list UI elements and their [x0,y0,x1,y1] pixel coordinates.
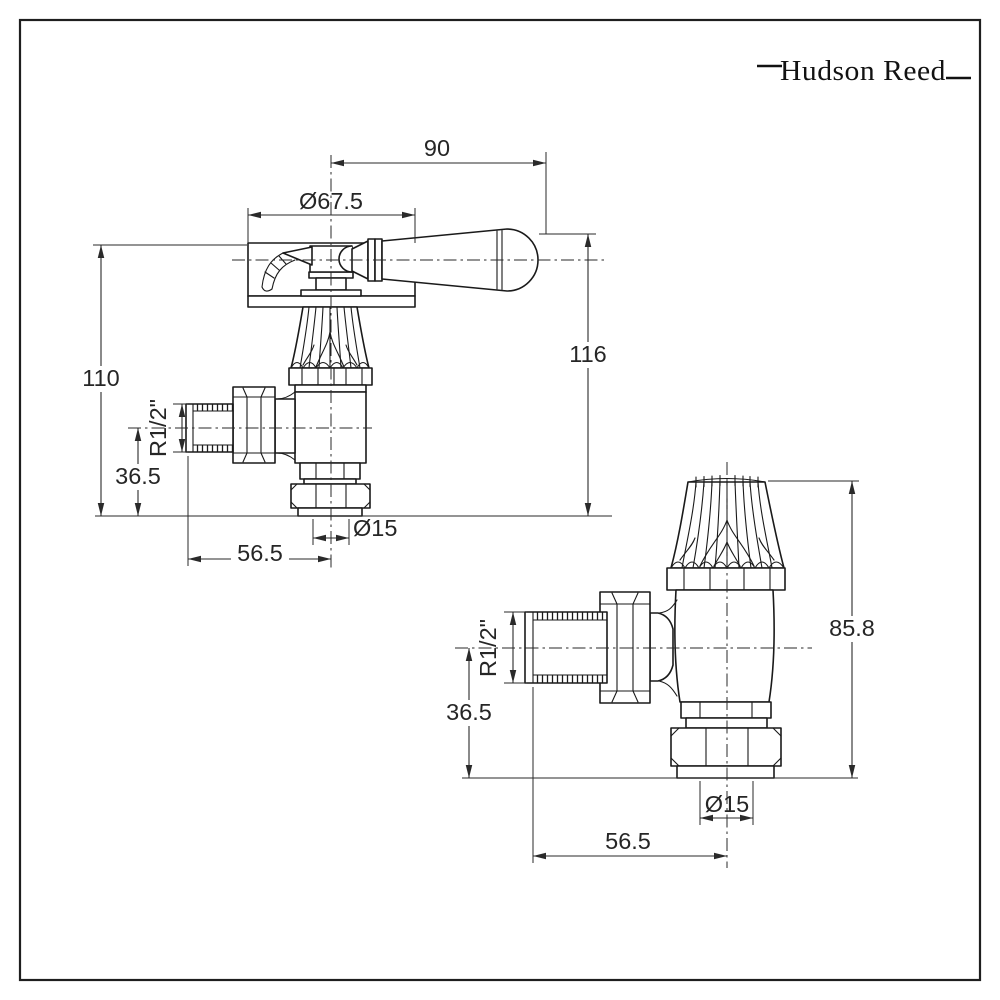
branch-fillets [276,391,296,461]
dim-inlet-depth: 56.5 [187,456,331,567]
knob-drapery [302,331,358,368]
branch-collar [649,612,674,682]
hook-inner-curve [271,259,296,290]
dim-inlet-centre-label: 36.5 [446,699,492,725]
dim-overall-height: 110 [77,244,247,516]
dim-overall-height: 85.8 [768,480,882,778]
union-nut [232,386,276,464]
dim-overall-height-label: 85.8 [829,615,875,641]
wooden-lever-grip [381,228,539,292]
dim-lever-length: 90 [331,135,547,234]
thread-band-top [192,403,234,412]
sheet-border [18,18,982,982]
handle-boss [338,245,353,273]
dim-tail-diameter-label: Ø15 [705,791,749,817]
dim-tail-diameter: Ø15 [699,781,754,825]
branch-fillets [658,599,678,697]
hook-outer-curve [261,252,284,288]
thread-band-bottom [532,674,608,684]
dim-handle-sweep-diameter: Ø67.5 [247,188,416,243]
brand-logo: Hudson Reed [757,55,971,87]
dimensions-plain-valve: 85.8 36.5 R1/2" 56.5 Ø15 [441,480,882,863]
knob-flutes [299,306,361,369]
union-nut-facets [232,387,276,463]
union-nut-facets [599,592,651,703]
dim-inlet-depth-label: 56.5 [605,828,651,854]
dim-tail-diameter: Ø15 [312,515,397,545]
dim-inlet-thread-label: R1/2" [475,619,501,677]
tail-ring-facets [699,701,753,719]
tail-ring [299,462,361,480]
branch-collar [274,398,296,454]
knob-flutes [681,480,773,569]
knob-base-ring [666,567,786,591]
thread-band-bottom [192,444,234,453]
dim-inlet-thread: R1/2" [475,611,527,684]
dim-handle-sweep-label: Ø67.5 [299,188,363,214]
dim-inlet-thread: R1/2" [145,399,188,457]
compression-nut-facets [670,727,782,767]
dim-lever-height-label: 116 [569,341,606,367]
dim-inlet-depth: 56.5 [532,687,727,863]
dimensions-lever-valve: 90 Ø67.5 110 116 36.5 [77,135,614,567]
dim-inlet-centre-height: 36.5 [441,648,497,778]
compression-nut [670,727,782,767]
dim-inlet-depth-label: 56.5 [237,540,283,566]
dim-lever-length-label: 90 [424,135,450,161]
plain-valve-view [455,462,858,868]
dim-tail-diameter-label: Ø15 [353,515,397,541]
dim-inlet-thread-label: R1/2" [145,399,171,457]
tail-ring-facets [315,462,345,480]
lever-valve-view [95,155,612,568]
dim-lever-height: 116 [539,233,614,516]
dim-inlet-centre-label: 36.5 [115,463,161,489]
thread-band-top [532,611,608,621]
compression-nut-facets [290,483,371,509]
knob-ring-facets [683,567,771,591]
tail-ring [680,701,772,719]
tail-collar [676,765,775,779]
brand-name: Hudson Reed [780,55,946,87]
knob-ring-facets [301,367,363,386]
hook-tip [261,286,273,292]
knob-drapery [679,519,775,567]
dim-inlet-centre-height: 36.5 [110,428,166,516]
dim-overall-height-label: 110 [82,365,119,391]
valve-body [674,589,775,703]
